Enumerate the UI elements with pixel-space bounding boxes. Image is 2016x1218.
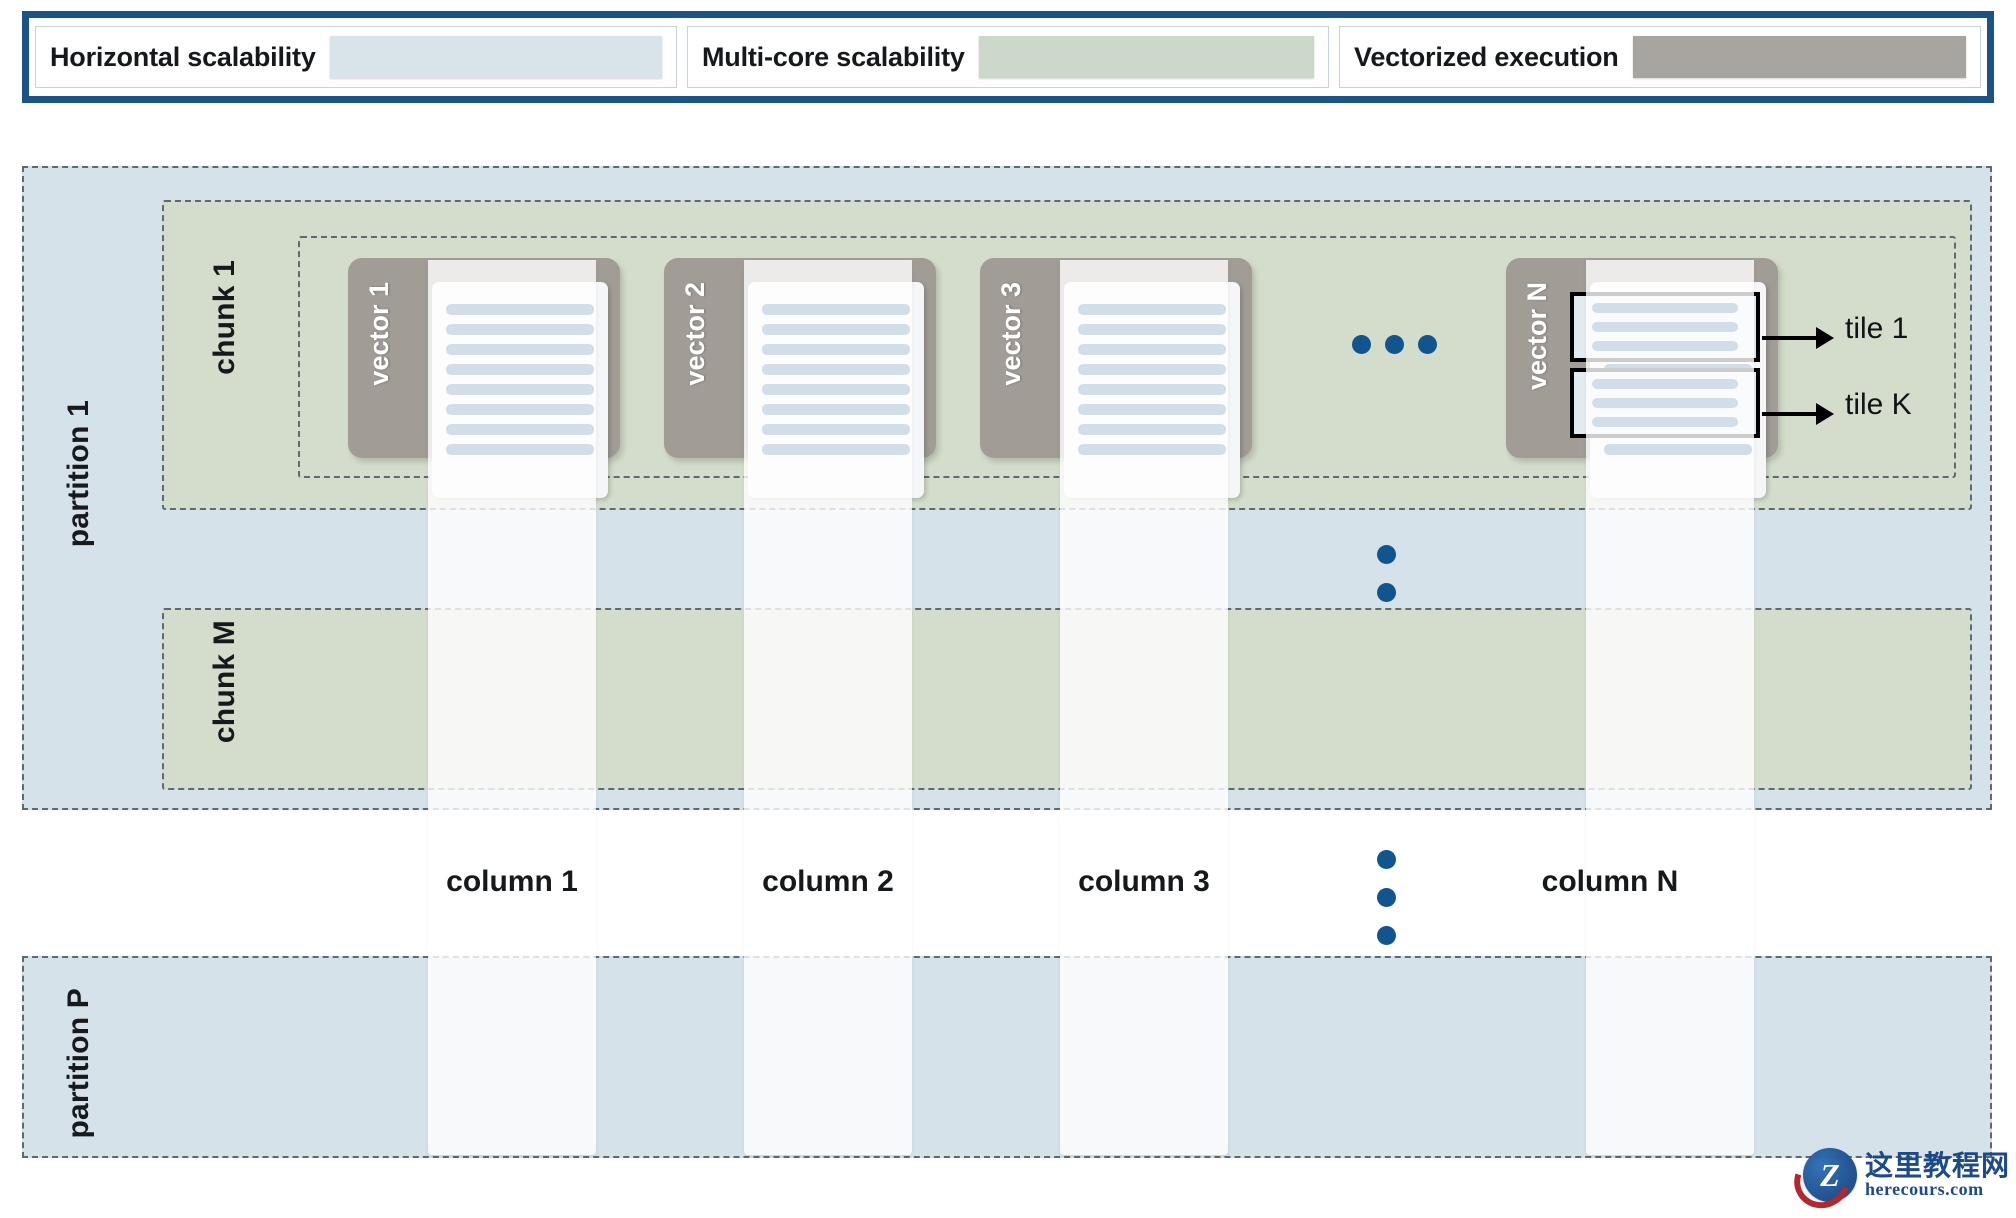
arrow-shaft xyxy=(1762,336,1818,340)
column-3-label: column 3 xyxy=(1078,865,1210,898)
tile-k-arrow-icon xyxy=(1762,403,1834,425)
watermark-domain: herecours.com xyxy=(1864,1179,1984,1200)
dot xyxy=(1377,888,1396,907)
partition-1-label: partition 1 xyxy=(62,400,95,548)
column-1-strip xyxy=(428,260,596,1155)
tile-1-arrow-icon xyxy=(1762,327,1834,349)
dot xyxy=(1418,335,1437,354)
legend-label-vectorized-execution: Vectorized execution xyxy=(1354,41,1619,72)
arrow-head xyxy=(1816,403,1834,425)
legend-item-horizontal-scalability: Horizontal scalability xyxy=(35,26,677,88)
column-2-label: column 2 xyxy=(762,865,894,898)
watermark-text: 这里教程网 herecours.com xyxy=(1864,1148,2010,1200)
horizontal-scalability-swatch xyxy=(329,36,662,78)
dot xyxy=(1377,583,1396,602)
chunk-1-label: chunk 1 xyxy=(208,260,241,375)
multi-core-scalability-swatch xyxy=(978,36,1314,78)
column-2-strip xyxy=(744,260,912,1155)
vectorized-execution-swatch xyxy=(1632,36,1966,78)
legend-label-horizontal-scalability: Horizontal scalability xyxy=(50,41,316,72)
dot xyxy=(1377,545,1396,564)
tile-k-label: tile K xyxy=(1845,388,1912,421)
column-n-label: column N xyxy=(1541,865,1679,898)
watermark: Z 这里教程网 herecours.com xyxy=(1802,1148,2010,1202)
dot xyxy=(1377,850,1396,869)
column-n-strip xyxy=(1586,260,1754,1155)
column-1-label: column 1 xyxy=(446,865,578,898)
watermark-logo-letter: Z xyxy=(1820,1157,1840,1193)
legend-item-multi-core-scalability: Multi-core scalability xyxy=(687,26,1329,88)
dot xyxy=(1385,335,1404,354)
columns-ellipsis-icon xyxy=(1377,850,1396,945)
dot xyxy=(1352,335,1371,354)
watermark-chinese: 这里教程网 xyxy=(1864,1148,2010,1182)
legend-label-multi-core-scalability: Multi-core scalability xyxy=(702,41,965,72)
vector-2-label: vector 2 xyxy=(680,282,710,386)
legend-item-vectorized-execution: Vectorized execution xyxy=(1339,26,1981,88)
chunk-m-label: chunk M xyxy=(208,620,241,744)
watermark-logo-icon: Z xyxy=(1802,1148,1857,1202)
dot xyxy=(1377,926,1396,945)
vector-3-label: vector 3 xyxy=(996,282,1026,386)
vectors-ellipsis-icon xyxy=(1352,335,1437,354)
arrow-shaft xyxy=(1762,412,1818,416)
tile-1-label: tile 1 xyxy=(1845,312,1909,345)
legend-bar: Horizontal scalability Multi-core scalab… xyxy=(22,11,1994,103)
column-3-strip xyxy=(1060,260,1228,1155)
vector-1-label: vector 1 xyxy=(364,282,394,386)
vector-n-label: vector N xyxy=(1522,282,1552,391)
arrow-head xyxy=(1816,327,1834,349)
partition-p-label: partition P xyxy=(62,988,95,1139)
